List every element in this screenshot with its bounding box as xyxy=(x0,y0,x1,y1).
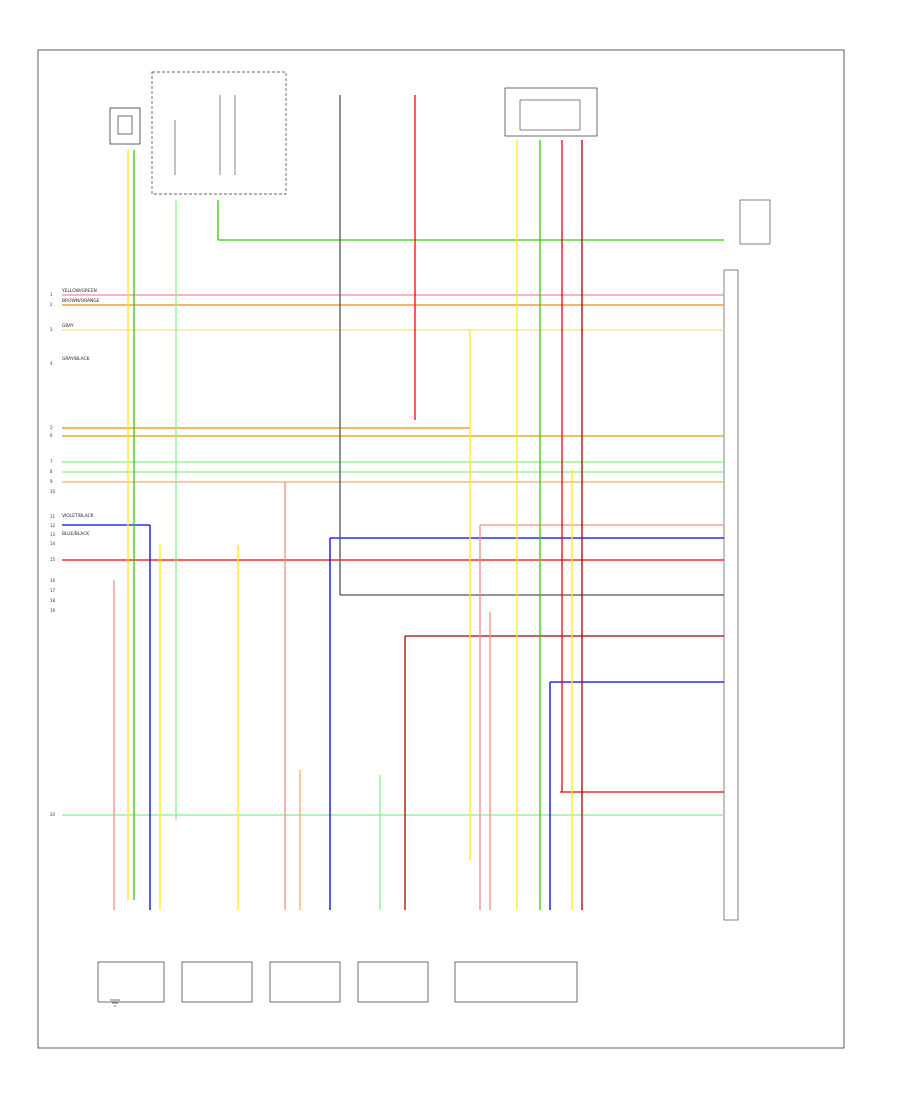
pin-number: 17 xyxy=(50,588,56,593)
pin-number: 18 xyxy=(50,598,56,603)
top-left-sensor xyxy=(109,107,141,145)
pin-number: 13 xyxy=(50,532,56,537)
pin-number: 2 xyxy=(50,302,53,307)
connector-label: GRAY/BLACK xyxy=(62,356,90,362)
connector-label: BLUE/BLACK xyxy=(62,531,89,537)
left-pin-numbers: 1 2 3 4 5 6 7 8 9 10 11 12 13 14 15 16 1… xyxy=(50,292,56,817)
top-right-connector xyxy=(739,199,771,245)
pin-number: 5 xyxy=(50,425,53,430)
pin-number: 20 xyxy=(50,812,56,817)
ground-icon xyxy=(110,999,120,1007)
connector-label: YELLOW/GREEN xyxy=(61,288,97,294)
pin-number: 19 xyxy=(50,608,56,613)
connector-label: GRAY xyxy=(62,323,74,329)
pin-number: 3 xyxy=(50,327,53,332)
pin-number: 4 xyxy=(50,361,53,366)
pin-number: 12 xyxy=(50,523,56,528)
ecm-connector xyxy=(723,269,739,921)
diagram-frame xyxy=(37,49,845,1049)
pin-number: 16 xyxy=(50,578,56,583)
top-right-module xyxy=(504,87,598,137)
pin-number: 11 xyxy=(50,514,56,519)
horizontal-wires xyxy=(62,239,724,816)
pin-number: 15 xyxy=(50,557,56,562)
pin-number: 14 xyxy=(50,541,56,546)
relay-box xyxy=(151,71,287,195)
pin-number: 1 xyxy=(50,292,53,297)
connector-label: BROWN/ORANGE xyxy=(62,298,100,304)
connector-label-group: YELLOW/GREEN BROWN/ORANGE GRAY GRAY/BLAC… xyxy=(61,288,100,537)
bottom-components xyxy=(97,961,578,1003)
pin-number: 10 xyxy=(50,489,56,494)
pin-number: 6 xyxy=(50,433,53,438)
connector-label: VIOLET/BLACK xyxy=(62,513,94,519)
pin-number: 7 xyxy=(50,459,53,464)
pin-number: 8 xyxy=(50,469,53,474)
vertical-wires xyxy=(113,95,583,910)
pin-number: 9 xyxy=(50,479,53,484)
